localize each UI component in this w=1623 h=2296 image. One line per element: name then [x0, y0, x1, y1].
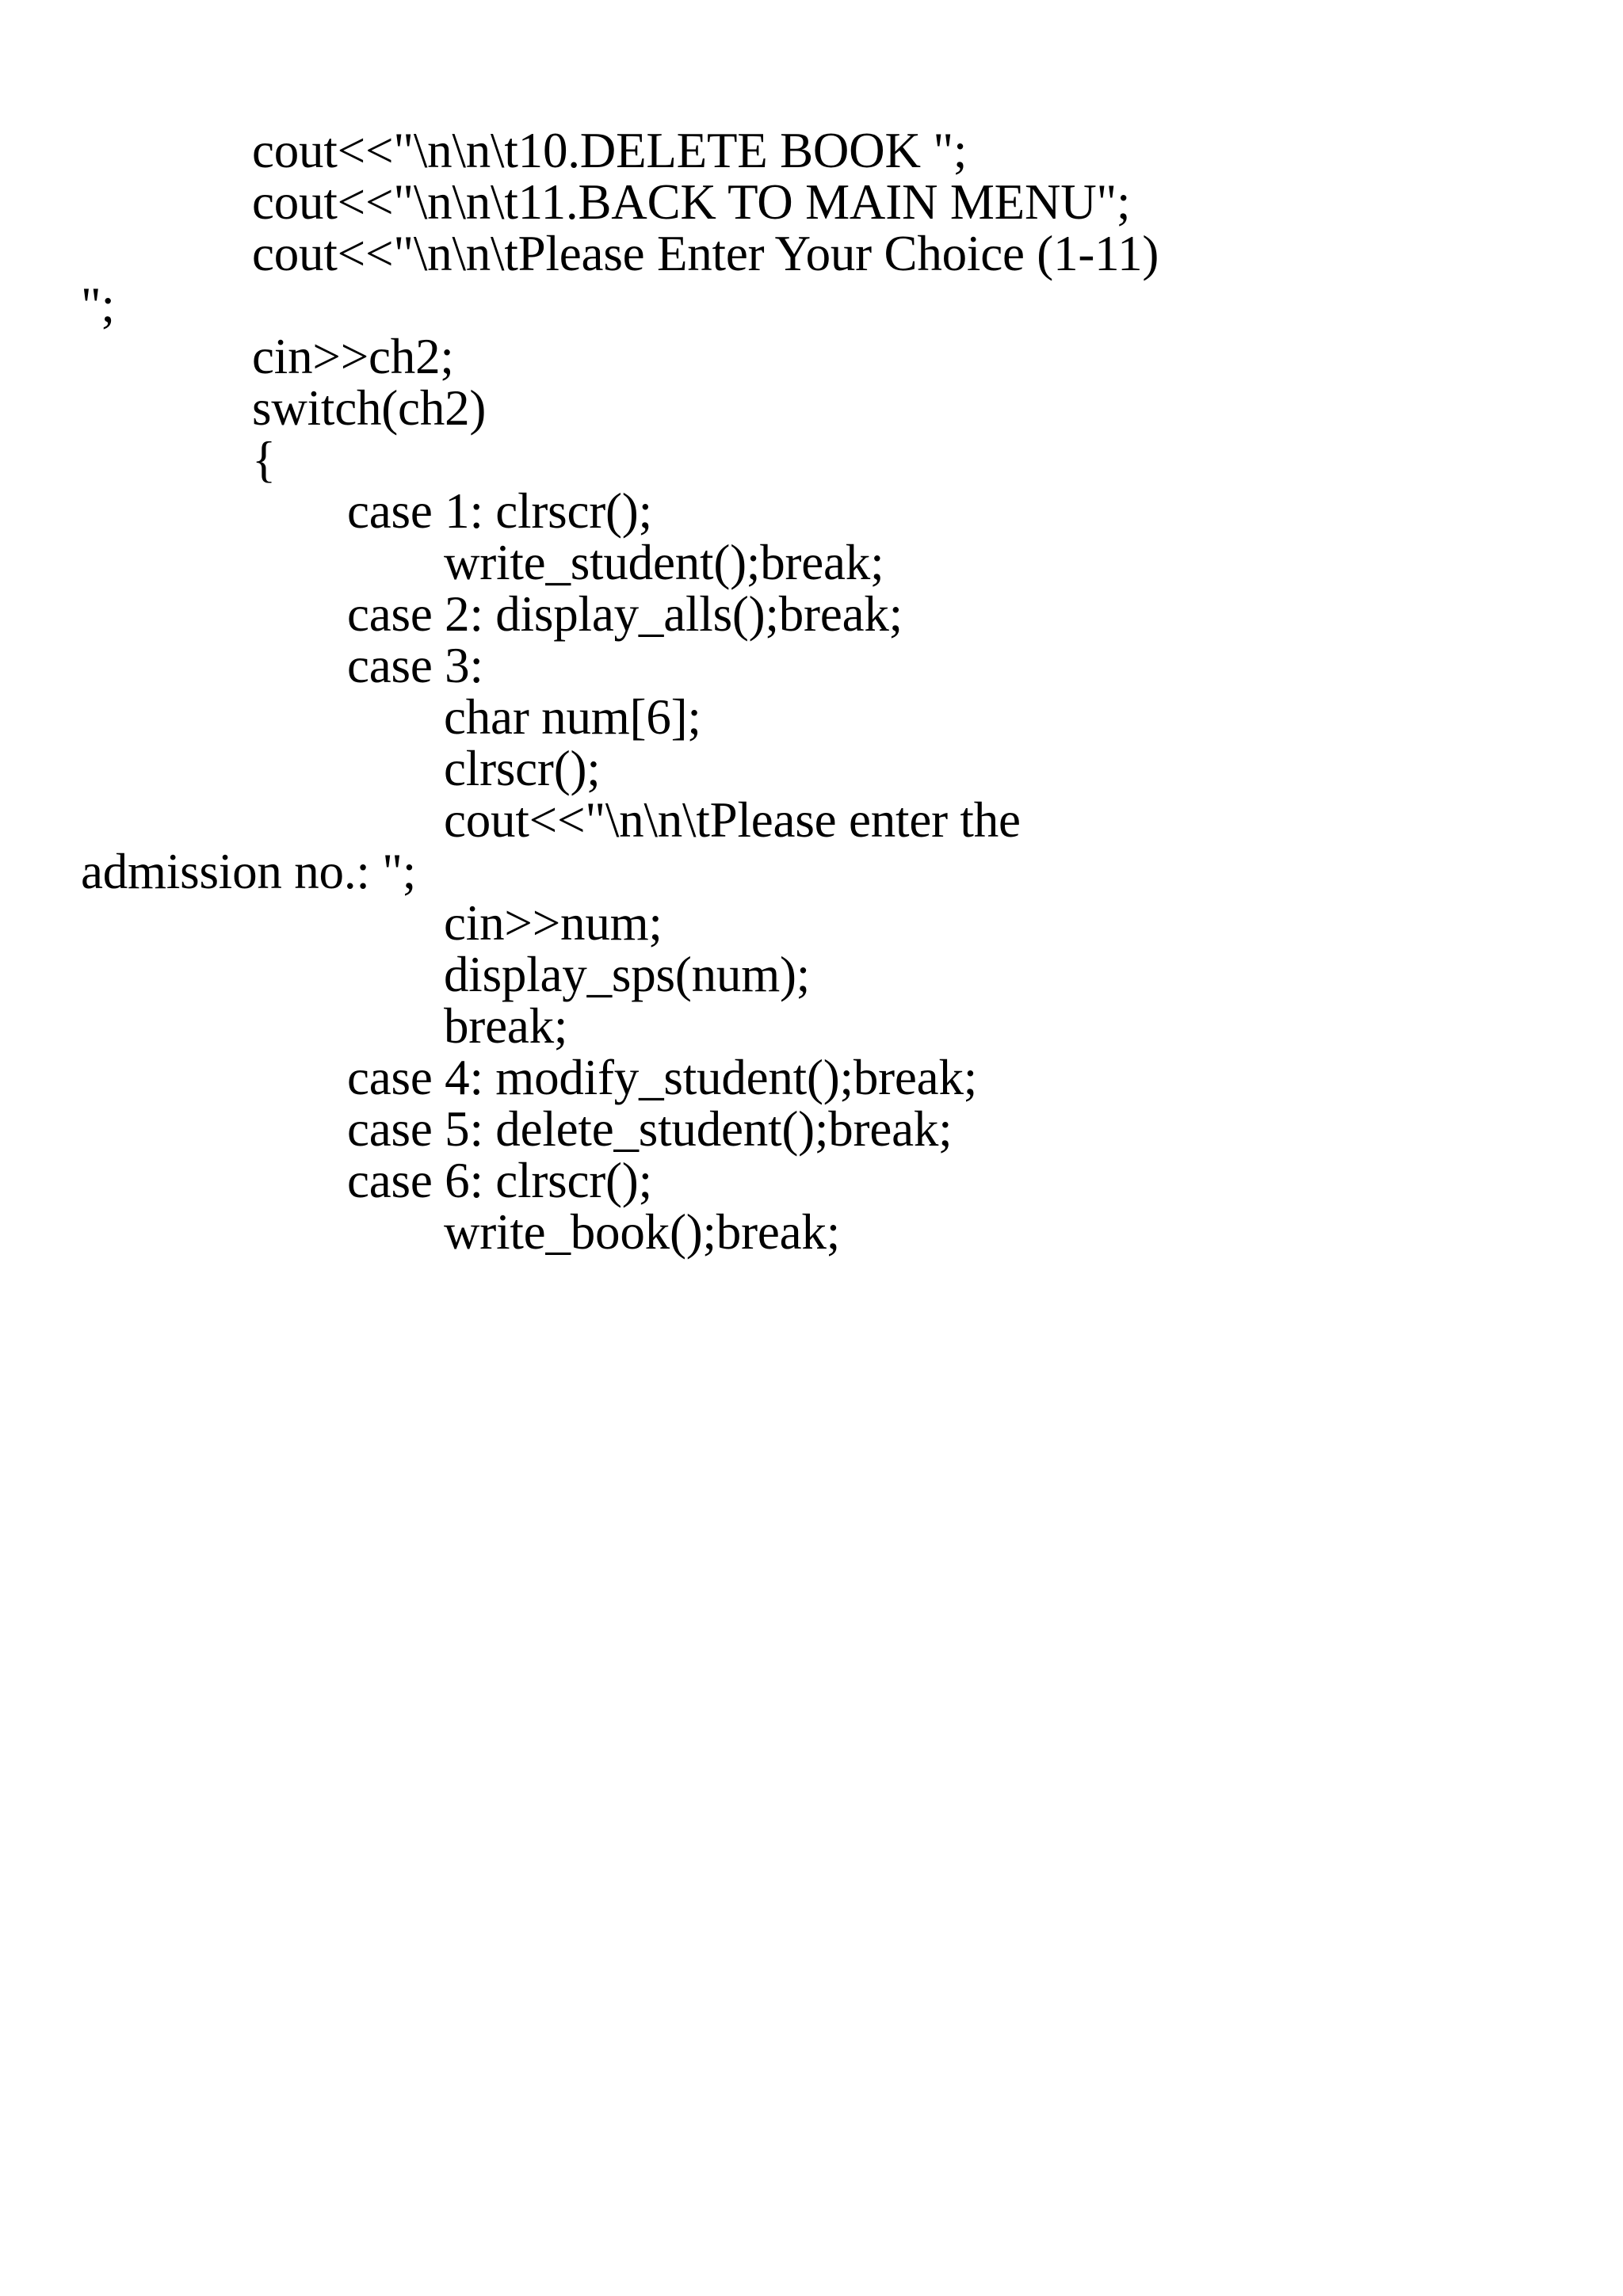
code-line: clrscr(); — [444, 741, 601, 796]
code-line: case 5: delete_student();break; — [347, 1101, 953, 1157]
code-line: break; — [444, 998, 568, 1054]
code-line: display_sps(num); — [444, 947, 811, 1002]
code-line: cin>>ch2; — [252, 329, 454, 384]
code-line: case 3: — [347, 638, 483, 693]
code-line: { — [252, 432, 277, 487]
code-line: case 2: display_alls();break; — [347, 586, 903, 642]
code-line: case 1: clrscr(); — [347, 483, 652, 539]
code-line: cin>>num; — [444, 895, 663, 951]
code-line: cout<<"\n\n\t10.DELETE BOOK "; — [252, 123, 968, 178]
code-line: char num[6]; — [444, 689, 701, 745]
code-line: switch(ch2) — [252, 380, 487, 436]
code-line: cout<<"\n\n\tPlease enter the — [444, 792, 1021, 848]
code-line: "; — [81, 277, 115, 333]
code-line: write_book();break; — [444, 1204, 841, 1260]
code-line: case 4: modify_student();break; — [347, 1050, 978, 1105]
code-line: cout<<"\n\n\t11.BACK TO MAIN MENU"; — [252, 174, 1131, 230]
code-line: write_student();break; — [444, 535, 884, 590]
code-line: case 6: clrscr(); — [347, 1153, 652, 1208]
code-listing: cout<<"\n\n\t10.DELETE BOOK ";cout<<"\n\… — [81, 123, 1487, 1260]
code-line: admission no.: "; — [81, 844, 417, 899]
code-line: cout<<"\n\n\tPlease Enter Your Choice (1… — [252, 226, 1159, 281]
